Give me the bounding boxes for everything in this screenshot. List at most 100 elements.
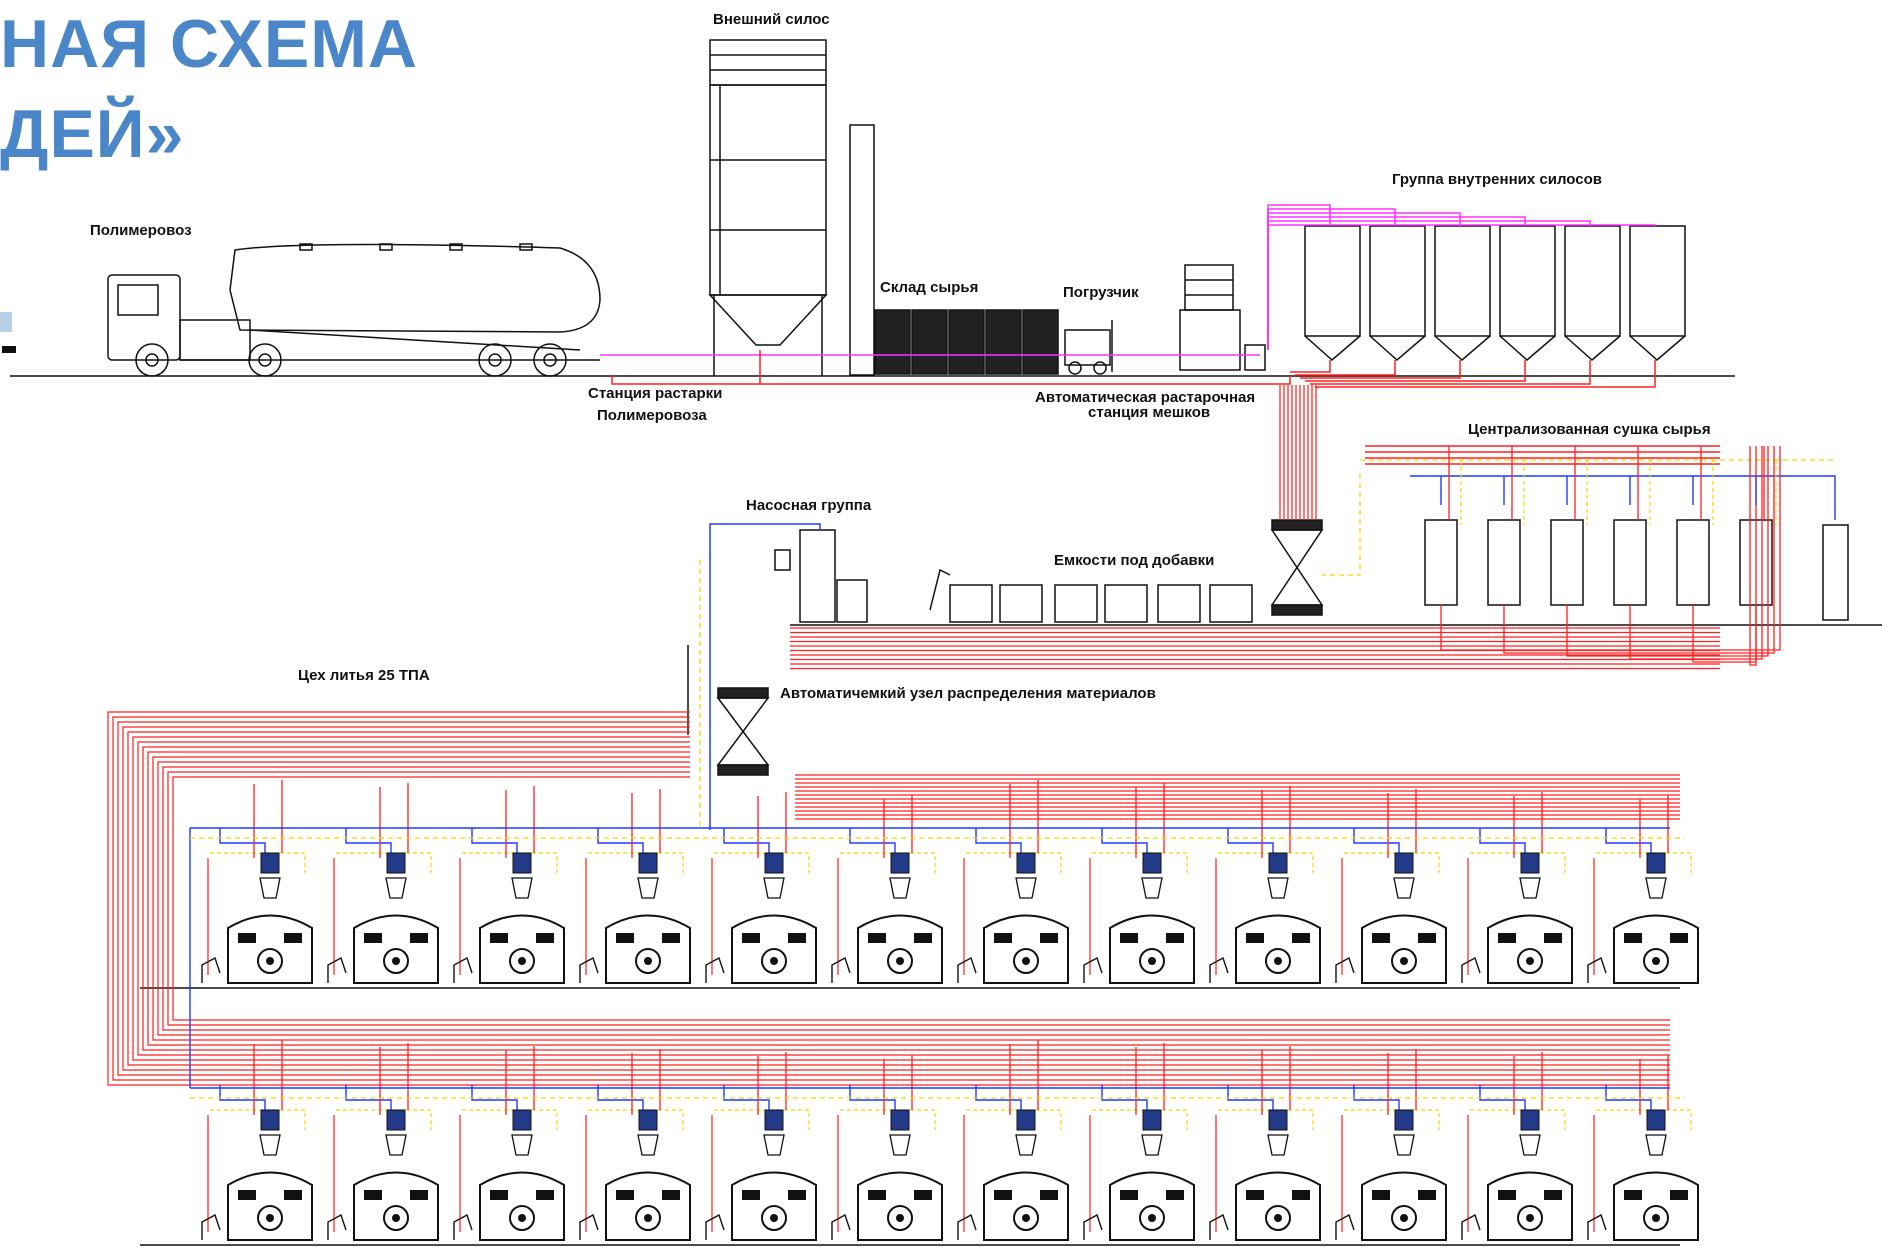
machine-body xyxy=(1361,1171,1447,1241)
panel xyxy=(490,1190,508,1200)
panel xyxy=(1166,933,1184,943)
robot-arm xyxy=(1335,956,1355,983)
material-line xyxy=(162,766,1670,1031)
panel xyxy=(662,933,680,943)
throat xyxy=(637,877,659,899)
vacuum-line xyxy=(1479,1085,1526,1110)
diagram-labels: Полимеровоз Внешний силос Станция растар… xyxy=(90,11,1711,702)
material-line xyxy=(1566,446,1769,657)
machine-wheel xyxy=(1013,1205,1039,1231)
vacuum-line xyxy=(219,828,266,853)
panel xyxy=(238,933,256,943)
hopper xyxy=(890,1109,910,1131)
purge-line xyxy=(1267,224,1656,350)
material-line xyxy=(112,716,1670,1081)
injection-machine xyxy=(1587,852,1699,984)
robot-arm xyxy=(1209,1213,1229,1240)
panel xyxy=(1040,933,1058,943)
machine-hub xyxy=(1400,1214,1408,1222)
machine-body xyxy=(1361,914,1447,984)
slide-accent-mark xyxy=(2,346,16,353)
panel xyxy=(788,933,806,943)
static-structure xyxy=(10,39,1882,1246)
throat xyxy=(259,877,281,899)
vacuum-line xyxy=(1101,1085,1148,1110)
robot-arm xyxy=(201,1213,221,1240)
throat xyxy=(1519,877,1541,899)
panel xyxy=(1120,933,1138,943)
panel xyxy=(410,1190,428,1200)
material-line xyxy=(611,375,1291,385)
machine-wheel xyxy=(635,948,661,974)
label-pump-group: Насосная группа xyxy=(746,497,872,514)
hopper xyxy=(1394,1109,1414,1131)
label-additive-tanks: Емкости под добавки xyxy=(1054,552,1214,569)
machine-body xyxy=(227,914,313,984)
machine-body xyxy=(605,1171,691,1241)
material-line xyxy=(117,721,1670,1076)
robot-arm xyxy=(831,956,851,983)
machine-hub xyxy=(1274,1214,1282,1222)
signal-line xyxy=(1596,1109,1692,1130)
slide-accent-bar xyxy=(0,312,12,332)
machine-wheel xyxy=(887,948,913,974)
throat xyxy=(1519,1134,1541,1156)
machine-hub xyxy=(266,1214,274,1222)
machine-hub xyxy=(1652,1214,1660,1222)
vacuum-line xyxy=(1479,828,1526,853)
robot-arm xyxy=(201,956,221,983)
panel xyxy=(410,933,428,943)
material-line xyxy=(107,711,1670,1086)
hopper xyxy=(1646,1109,1666,1131)
robot-arm xyxy=(831,1213,851,1240)
injection-machine xyxy=(579,1109,691,1241)
machine-hub xyxy=(1022,957,1030,965)
hopper xyxy=(1016,852,1036,874)
hopper xyxy=(638,1109,658,1131)
panel xyxy=(238,1190,256,1200)
robot-arm xyxy=(1083,956,1103,983)
machine-wheel xyxy=(509,948,535,974)
machine-hub xyxy=(518,957,526,965)
signal-line xyxy=(1596,852,1692,873)
vacuum-line xyxy=(597,1085,644,1110)
injection-machine xyxy=(579,852,691,984)
robot-arm xyxy=(1083,1213,1103,1240)
hopper xyxy=(386,1109,406,1131)
hopper xyxy=(764,1109,784,1131)
hopper xyxy=(890,852,910,874)
machine-body xyxy=(1613,914,1699,984)
machine-body xyxy=(1235,914,1321,984)
signal-line xyxy=(1322,474,1361,576)
machine-hub xyxy=(1652,957,1660,965)
panel xyxy=(490,933,508,943)
throat xyxy=(1015,1134,1037,1156)
injection-machine xyxy=(1461,1109,1573,1241)
inner-silos-drawing xyxy=(1304,225,1686,361)
injection-machine xyxy=(957,852,1069,984)
vacuum-line xyxy=(849,828,896,853)
material-line xyxy=(1315,360,1656,388)
robot-arm xyxy=(705,956,725,983)
hopper xyxy=(1268,1109,1288,1131)
signal-line xyxy=(1470,852,1566,873)
machine-wheel xyxy=(1517,1205,1543,1231)
injection-machine xyxy=(453,1109,565,1241)
injection-machines xyxy=(201,852,1699,1241)
vacuum-line xyxy=(471,1085,518,1110)
material-line xyxy=(1310,360,1591,385)
panel xyxy=(1624,1190,1642,1200)
panel xyxy=(1498,1190,1516,1200)
panel xyxy=(868,933,886,943)
material-line xyxy=(1290,360,1331,373)
machine-hub xyxy=(1022,1214,1030,1222)
brick-wall-drawing xyxy=(849,124,875,376)
panel xyxy=(536,933,554,943)
panel xyxy=(364,1190,382,1200)
machine-body xyxy=(353,1171,439,1241)
material-line xyxy=(142,746,1670,1051)
pump-group-drawing xyxy=(774,529,868,623)
panel xyxy=(788,1190,806,1200)
machine-wheel xyxy=(635,1205,661,1231)
signal-line xyxy=(714,1109,810,1130)
